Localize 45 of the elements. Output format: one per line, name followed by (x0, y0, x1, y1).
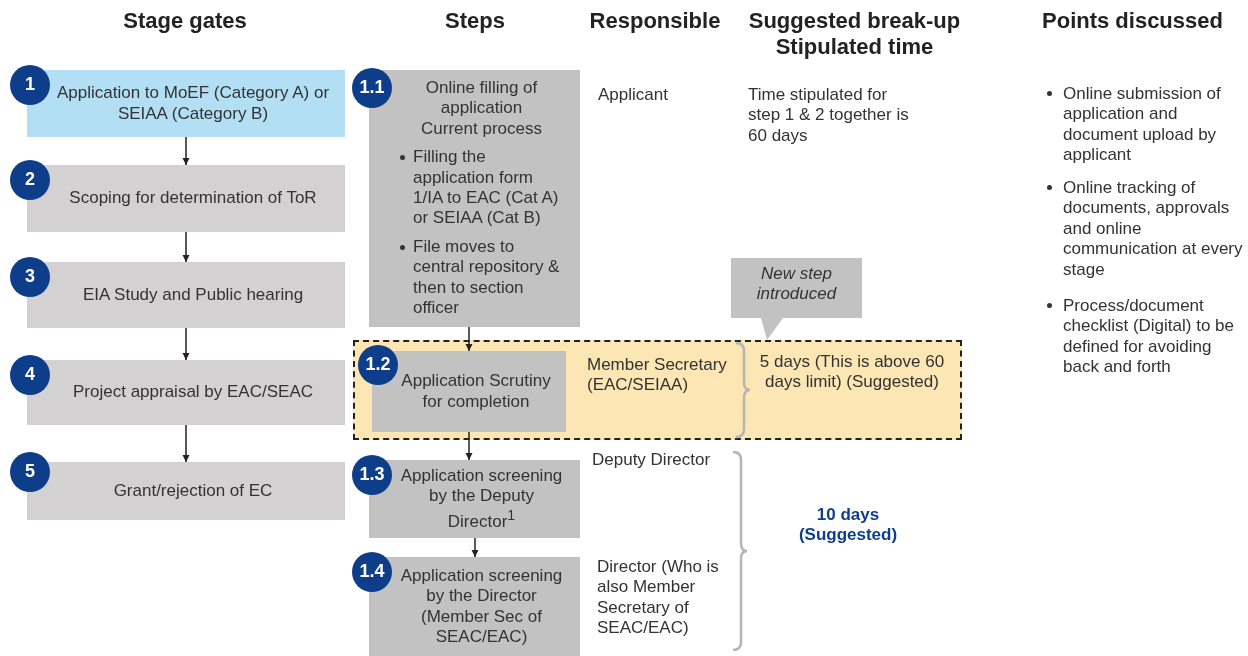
time-text: Time stipulated for step 1 & 2 together is 60 days (748, 85, 910, 147)
bullet-text: Online tracking of documents, approvals and online communication at every stage (1063, 178, 1244, 280)
step-text: Scoping for determination of ToR (69, 188, 317, 209)
arrow (182, 231, 190, 263)
bullet-text: Filling the application form 1/IA to EAC (Cat A) or SEIAA (Cat B) (413, 147, 560, 229)
column-heading: Responsible (588, 8, 722, 35)
step-number-badge: 4 (10, 355, 50, 395)
step-number-badge: 1 (10, 65, 50, 105)
responsible-text: Deputy Director (592, 450, 712, 471)
time-text: 5 days (This is above 60 days limit) (Suggested) (758, 352, 946, 393)
arrow (182, 136, 190, 166)
bullet-text: File moves to central repository & then to section officer (413, 236, 561, 319)
step-number-badge: 1.3 (352, 455, 392, 495)
responsible-text: Applicant (598, 85, 669, 106)
step-text: Online filling of application (424, 78, 539, 119)
arrow (465, 431, 473, 461)
step-text: Application to MoEF (Category A) or SEIAA (Category B) (55, 83, 331, 124)
column-heading: Points discussed (1041, 8, 1224, 35)
column-heading: Steps (444, 8, 506, 35)
step-text: Project appraisal by EAC/SEAC (73, 382, 313, 403)
step-number-badge: 1.2 (358, 345, 398, 385)
arrow (465, 326, 473, 352)
column-heading: Suggested break-up Stipulated time (747, 8, 962, 61)
bullet-text: Online submission of application and document upload by applicant (1063, 84, 1222, 166)
column-heading: Stage gates (122, 8, 248, 35)
step-text: Application screening by the Director (Member Sec of SEAC/EAC) (399, 565, 564, 648)
step-number-badge: 1.1 (352, 68, 392, 108)
step-number-badge: 2 (10, 160, 50, 200)
step-text: Application screening by the Deputy Director$^{1}$ (399, 466, 564, 532)
step-number-badge: 3 (10, 257, 50, 297)
callout-text: New step introduced (755, 264, 838, 305)
step-text: Grant/rejection of EC (113, 480, 273, 502)
responsible-text: Member Secretary (EAC/SEIAA) (587, 355, 727, 396)
step-text: Application Scrutiny for completion (400, 371, 552, 412)
arrow (471, 537, 479, 558)
responsible-text: Director (Who is also Member Secretary of SEAC/EAC) (597, 557, 720, 639)
time-text: 10 days (Suggested) (797, 505, 899, 546)
arrow (182, 327, 190, 361)
step-number-badge: 5 (10, 452, 50, 492)
step-text: EIA Study and Public hearing (82, 284, 304, 306)
bullet-text: Process/document checklist (Digital) to be defined for avoiding back and forth (1063, 296, 1235, 378)
arrow (182, 424, 190, 463)
highlight-band (353, 340, 962, 440)
step-number-badge: 1.4 (352, 552, 392, 592)
step-text: Current process (421, 118, 542, 140)
